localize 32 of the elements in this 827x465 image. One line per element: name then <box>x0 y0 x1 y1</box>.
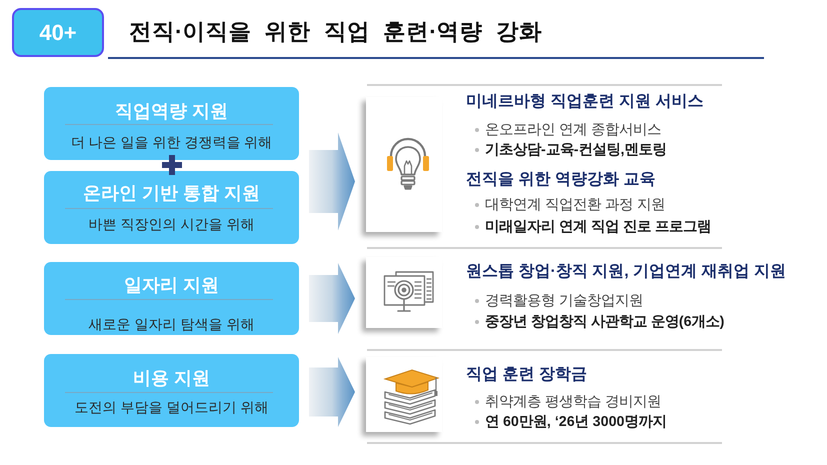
category-title: 비용 지원 <box>133 366 210 390</box>
icon-tile <box>366 257 442 328</box>
program-heading: 직업 훈련 장학금 <box>466 365 587 385</box>
program-item: 온오프라인 연계 종합서비스 <box>485 120 661 140</box>
arrow <box>309 263 355 334</box>
category-subtitle: 새로운 일자리 탐색을 위해 <box>88 315 254 333</box>
program-heading: 원스톱 창업·창직 지원, 기업연계 재취업 지원 <box>466 262 786 282</box>
category-subtitle: 바쁜 직장인의 시간을 위해 <box>88 215 254 233</box>
category-title: 직업역량 지원 <box>115 100 228 122</box>
category-box <box>44 171 299 244</box>
arrow <box>309 357 355 427</box>
arrow <box>309 132 355 230</box>
icon-tile <box>366 97 442 232</box>
category-subtitle: 더 나은 일을 위한 경쟁력을 위해 <box>70 133 272 151</box>
program-heading: 미네르바형 직업훈련 지원 서비스 <box>466 92 704 112</box>
program-item: 취약계층 평생학습 경비지원 <box>485 392 661 412</box>
category-box <box>44 354 299 427</box>
category-box <box>44 262 299 335</box>
program-item: 기초상담-교육-컨설팅,멘토링 <box>485 140 666 160</box>
program-item: 경력활용형 기술창업지원 <box>485 292 643 310</box>
category-title: 일자리 지원 <box>124 274 219 296</box>
category-box <box>44 87 299 160</box>
program-item: 미래일자리 연계 직업 진로 프로그램 <box>485 218 711 236</box>
category-subtitle: 도전의 부담을 덜어드리기 위해 <box>74 398 268 416</box>
program-item: 대학연계 직업전환 과정 지원 <box>485 196 665 214</box>
program-heading: 전직을 위한 역량강화 교육 <box>466 170 656 190</box>
icon-tile <box>366 357 442 432</box>
number-badge: 40+ <box>12 8 104 57</box>
program-item: 중장년 창업창직 사관학교 운영(6개소) <box>485 312 724 332</box>
program-item: 연 60만원, ‘26년 3000명까지 <box>485 412 666 432</box>
page-title: 전직·이직을 위한 직업 훈련·역량 강화 <box>129 18 542 46</box>
category-title: 온라인 기반 통합 지원 <box>83 182 260 204</box>
